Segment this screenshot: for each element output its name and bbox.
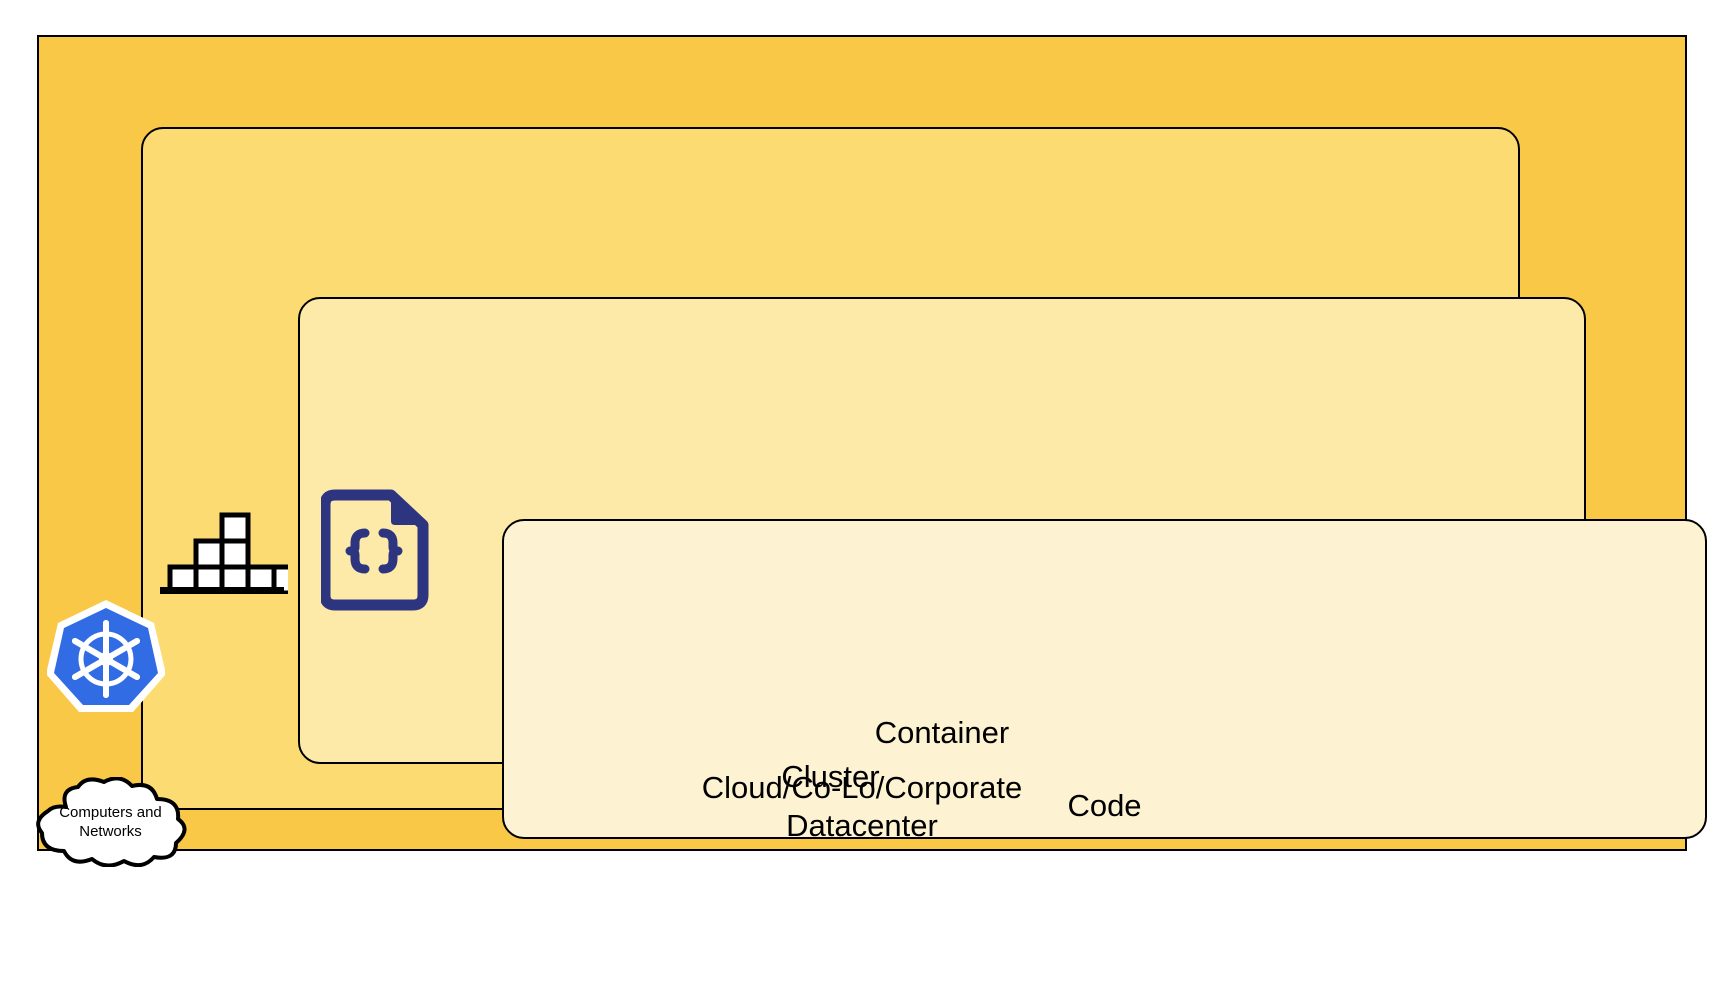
code-file-icon (319, 489, 429, 611)
layer-datacenter-label: Cloud/Co-Lo/Corporate Datacenter (701, 770, 1023, 843)
cloud-callout-label: Computers and Networks (59, 804, 162, 840)
layer-datacenter[interactable]: Code Container (37, 35, 1707, 851)
container-blocks-icon (158, 511, 303, 596)
layer-cluster[interactable]: Code Container (141, 127, 1707, 839)
layer-code-label: Code (1067, 788, 1142, 823)
layer-container[interactable]: Code Container (298, 297, 1707, 839)
computers-and-networks-cloud[interactable]: Computers and Networks (28, 777, 193, 867)
kubernetes-helm-icon (46, 597, 166, 715)
layer-code[interactable]: Code (502, 519, 1707, 839)
layer-cluster-label: Cluster (781, 759, 880, 794)
cloud-shape-icon (36, 777, 187, 867)
layer-container-label: Container (874, 715, 1010, 750)
